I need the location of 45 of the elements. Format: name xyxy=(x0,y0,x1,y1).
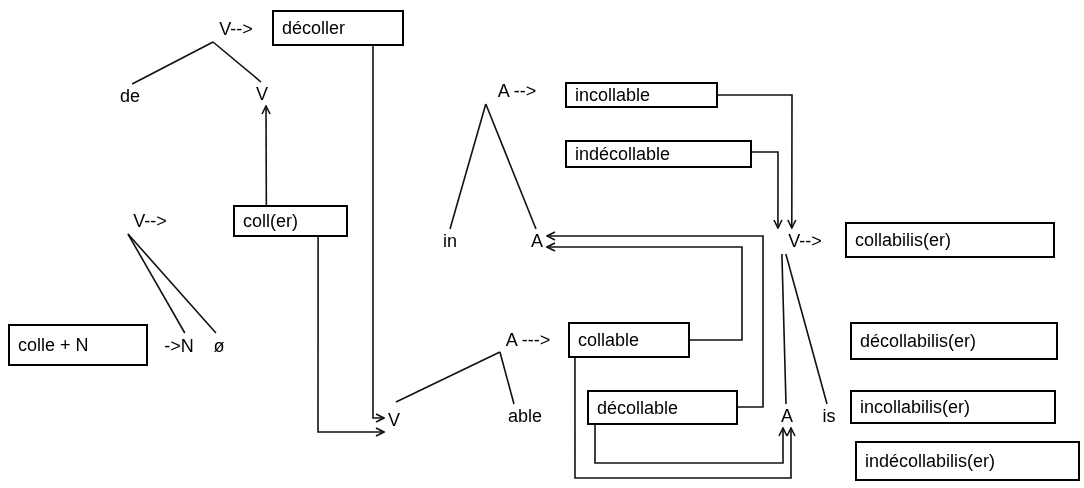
category-label: V xyxy=(384,402,404,438)
word-box: décollabilis(er) xyxy=(850,322,1058,360)
category-label: V xyxy=(252,82,272,106)
arrow xyxy=(594,424,788,464)
word-box: décoller xyxy=(272,10,404,46)
word-box: incollable xyxy=(565,82,718,108)
category-label: A xyxy=(527,229,547,253)
arrow xyxy=(751,151,783,229)
category-label: is xyxy=(818,404,840,428)
word-box: indécollable xyxy=(565,140,752,168)
category-label: V--> xyxy=(118,208,182,234)
tree-branch-line xyxy=(499,351,515,405)
arrow xyxy=(372,45,385,423)
word-box: incollabilis(er) xyxy=(850,390,1056,424)
arrow xyxy=(574,357,796,479)
category-label: ->N xyxy=(150,333,208,359)
category-label: A xyxy=(777,404,797,428)
tree-branch-line xyxy=(127,233,217,334)
word-box: colle + N xyxy=(8,324,148,366)
word-box: indécollabilis(er) xyxy=(855,441,1080,481)
category-label: V--> xyxy=(205,16,267,42)
tree-branch-line xyxy=(785,253,828,405)
category-label: A --> xyxy=(478,78,556,104)
word-box: coll(er) xyxy=(233,205,348,237)
category-label: V--> xyxy=(772,228,838,254)
arrow xyxy=(317,236,385,437)
category-label: A ---> xyxy=(492,328,564,352)
tree-branch-line xyxy=(449,103,487,230)
tree-branch-line xyxy=(131,41,214,85)
category-label: able xyxy=(503,404,547,428)
tree-branch-line xyxy=(781,253,787,405)
word-box: décollable xyxy=(587,390,738,425)
category-label: de xyxy=(112,84,148,108)
arrow xyxy=(261,105,271,206)
tree-branch-line xyxy=(212,41,262,83)
tree-branch-line xyxy=(127,233,186,334)
tree-branch-line xyxy=(395,351,501,403)
word-box: collabilis(er) xyxy=(845,222,1055,258)
arrow xyxy=(546,242,743,341)
arrow xyxy=(717,94,797,229)
category-label: ø xyxy=(210,333,228,359)
word-box: collable xyxy=(568,322,690,358)
tree-branch-line xyxy=(485,103,537,230)
arrow xyxy=(546,231,764,408)
category-label: in xyxy=(438,229,462,253)
